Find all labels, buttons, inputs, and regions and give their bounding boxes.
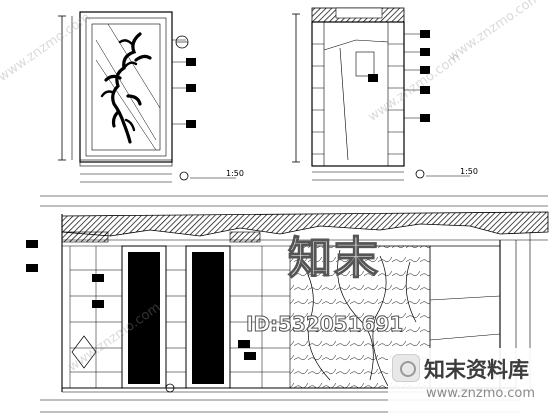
scale-label-right: 1:50 bbox=[460, 167, 478, 176]
brand-name: 知末资料库 bbox=[424, 358, 529, 382]
watermark-logo-text: 知末 bbox=[287, 232, 380, 284]
plant-artwork bbox=[104, 32, 152, 144]
scale-label-left: 1:50 bbox=[226, 169, 244, 178]
watermark-id: ID:532051691 bbox=[245, 312, 404, 337]
brand-logo-icon bbox=[392, 354, 420, 382]
brand-badge: 知末资料库 www.znzmo.com bbox=[388, 348, 556, 416]
elevation-left bbox=[58, 11, 236, 183]
brand-url: www.znzmo.com bbox=[426, 386, 536, 401]
elevation-right bbox=[292, 7, 470, 181]
